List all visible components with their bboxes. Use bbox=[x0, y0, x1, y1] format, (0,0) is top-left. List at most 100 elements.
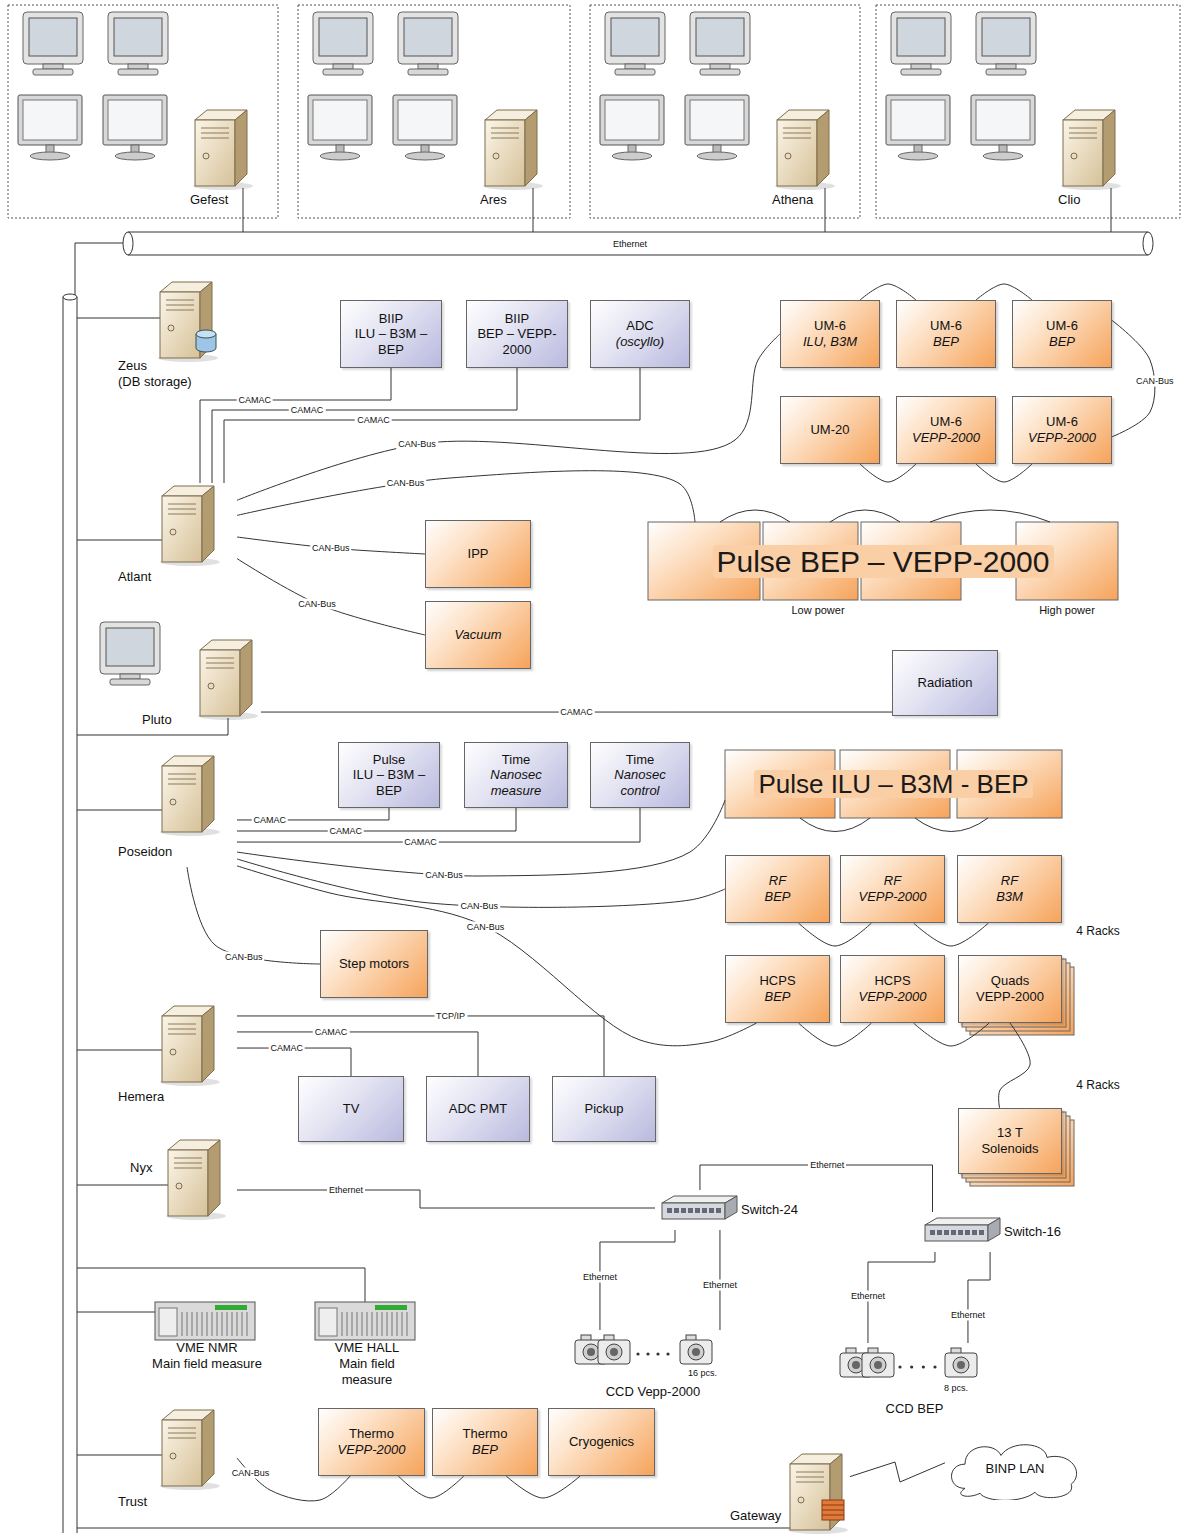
crate-card bbox=[402, 1312, 403, 1336]
server-side bbox=[235, 110, 247, 186]
ellipsis-dot bbox=[933, 1365, 936, 1368]
switch-port bbox=[972, 1230, 977, 1235]
server-slot bbox=[206, 668, 234, 669]
node-text: Time bbox=[502, 752, 530, 768]
control-box: UM-6BEP bbox=[1012, 300, 1112, 368]
monitor-neck bbox=[120, 674, 140, 679]
server-slot bbox=[168, 784, 196, 785]
node-text: HCPS bbox=[759, 973, 795, 989]
server-slot bbox=[168, 514, 196, 515]
node-text: BEP bbox=[472, 1442, 498, 1458]
control-box: Vacuum bbox=[425, 601, 531, 669]
backbone-tap bbox=[77, 1528, 790, 1529]
node-text: BEP bbox=[764, 989, 790, 1005]
server-slot bbox=[206, 663, 234, 664]
monitor-frame bbox=[103, 95, 167, 145]
camac-box: TimeNanosec control bbox=[590, 742, 690, 808]
server-slot bbox=[168, 1024, 196, 1025]
crate-card bbox=[362, 1312, 363, 1336]
bus-connector bbox=[860, 284, 916, 300]
node-text: UM-6 bbox=[1046, 414, 1078, 430]
server-led bbox=[208, 683, 214, 689]
crate-card bbox=[182, 1312, 183, 1336]
server: Athena bbox=[770, 108, 847, 212]
server-side bbox=[1103, 110, 1115, 186]
server-icon bbox=[483, 110, 543, 190]
crate-card bbox=[397, 1312, 398, 1336]
node-text: Nanosec control bbox=[595, 767, 685, 798]
crate-card bbox=[367, 1312, 368, 1336]
node-text: Clio bbox=[1058, 192, 1128, 208]
server: Atlant bbox=[112, 483, 237, 591]
can-bus-scallop bbox=[915, 818, 988, 832]
crate-card bbox=[377, 1312, 378, 1336]
node-text: B3M bbox=[996, 889, 1023, 905]
brick-joint bbox=[822, 1515, 844, 1516]
node-text: VEPP-2000 bbox=[859, 989, 927, 1005]
camac-box: Radiation bbox=[892, 650, 998, 716]
camera-lens-core bbox=[610, 1348, 618, 1356]
bus-label: CAN-Bus bbox=[296, 598, 338, 609]
monitor-base bbox=[115, 152, 155, 160]
node-text: UM-6 bbox=[930, 318, 962, 334]
camera-lens-core bbox=[587, 1348, 595, 1356]
node-text: Nanosec measure bbox=[469, 767, 563, 798]
crate-module bbox=[159, 1308, 177, 1336]
switch-port bbox=[709, 1208, 714, 1213]
node-text: Main field measure bbox=[142, 1356, 272, 1372]
server-icon bbox=[160, 756, 220, 836]
bus-connector bbox=[700, 1165, 933, 1212]
can-bus-scallop bbox=[930, 510, 1050, 522]
server-slot bbox=[206, 658, 234, 659]
control-box: RFB3M bbox=[957, 855, 1062, 923]
server-icon bbox=[775, 110, 835, 190]
monitor-body bbox=[398, 12, 458, 64]
server: Poseidon bbox=[112, 752, 237, 867]
node-text: UM-6 bbox=[814, 318, 846, 334]
can-bus-scallop bbox=[800, 818, 870, 832]
ellipsis-dot bbox=[898, 1365, 901, 1368]
server-icon bbox=[166, 1140, 226, 1220]
bus-label: CAMAC bbox=[289, 405, 326, 416]
node-text: ILU, B3M bbox=[803, 334, 857, 350]
server-slot bbox=[166, 300, 194, 301]
crate-card bbox=[202, 1312, 203, 1336]
server-slot bbox=[168, 1433, 196, 1434]
monitor-base bbox=[30, 152, 70, 160]
crate-card bbox=[242, 1312, 243, 1336]
crt-monitor bbox=[100, 622, 160, 685]
server: Gefest bbox=[188, 108, 265, 212]
server-front bbox=[195, 120, 235, 186]
monitor-neck bbox=[911, 64, 931, 69]
switch-port bbox=[979, 1230, 984, 1235]
server-slot bbox=[174, 1168, 202, 1169]
monitor-body bbox=[108, 12, 168, 64]
bus-label: CAMAC bbox=[252, 814, 289, 825]
monitor-screen bbox=[891, 100, 945, 140]
bus-connector bbox=[968, 1252, 990, 1343]
server: Zeus(DB storage) bbox=[112, 280, 230, 392]
server: Clio bbox=[1056, 108, 1133, 212]
monitor-body bbox=[976, 12, 1036, 64]
backbone-tap bbox=[77, 810, 162, 811]
monitor-base bbox=[898, 152, 938, 160]
bus-label: CAMAC bbox=[268, 1043, 305, 1054]
bus-label: TCP/IP bbox=[434, 1010, 467, 1021]
server-icon bbox=[1061, 110, 1121, 190]
crate-card bbox=[212, 1312, 213, 1336]
backbone-pipe bbox=[63, 297, 64, 1533]
switch-side bbox=[988, 1218, 1000, 1241]
server-slot bbox=[201, 133, 229, 134]
server-led bbox=[1071, 153, 1077, 159]
monitor-screen bbox=[976, 100, 1030, 140]
server-led bbox=[170, 799, 176, 805]
backbone-tap bbox=[77, 1312, 155, 1313]
node-text: VEPP-2000 bbox=[859, 889, 927, 905]
bus-label: CAMAC bbox=[558, 707, 595, 718]
monitor-foot bbox=[323, 69, 363, 75]
monitor-neck bbox=[996, 64, 1016, 69]
power-group: Pulse ILU – B3M - BEP bbox=[725, 750, 1062, 818]
bus-connector bbox=[237, 866, 757, 1046]
server: Trust bbox=[112, 1408, 237, 1513]
node-text: ILU – B3M – BEP bbox=[345, 326, 437, 357]
